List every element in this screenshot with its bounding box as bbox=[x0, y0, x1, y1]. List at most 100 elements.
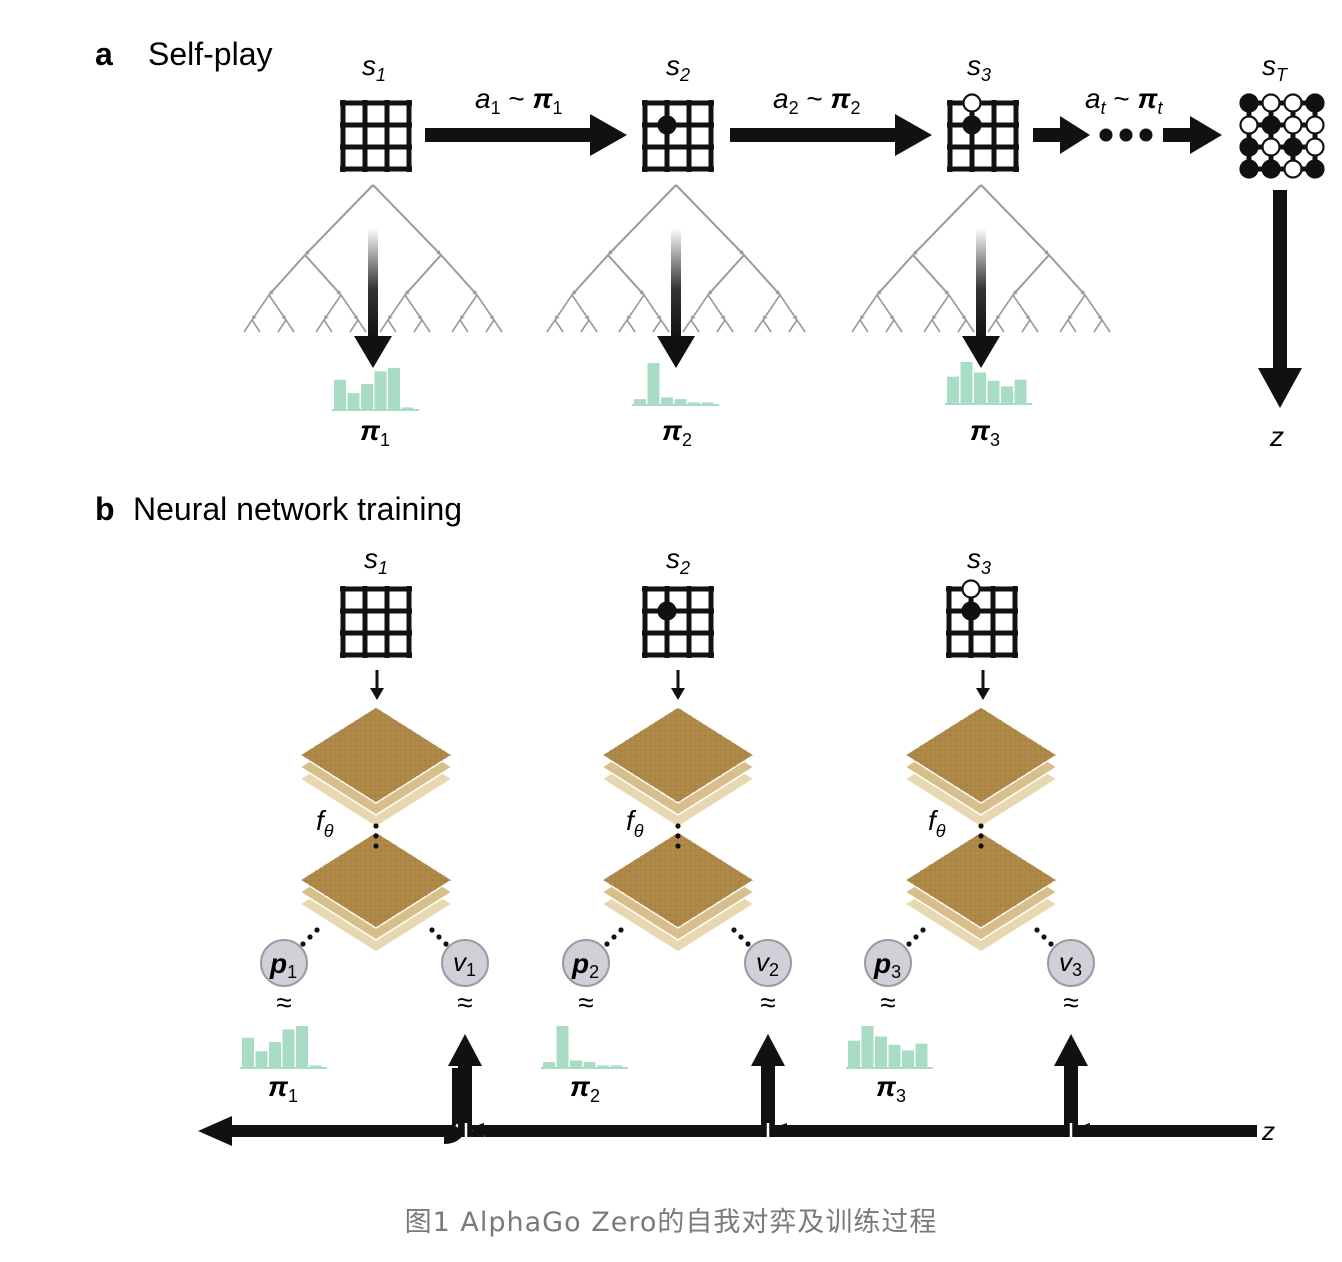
histogram-bar bbox=[634, 399, 646, 405]
action-arrow-2 bbox=[730, 114, 932, 156]
policy-head-2: p2 bbox=[562, 939, 610, 987]
panel-b-letter: b bbox=[95, 491, 115, 527]
network-layers-top-3 bbox=[903, 706, 1059, 828]
svg-text:a2 ~ π2: a2 ~ π2 bbox=[773, 83, 860, 118]
histogram-bar bbox=[374, 371, 387, 410]
state-b-s3-label: s3 bbox=[967, 543, 991, 578]
histogram-bar bbox=[888, 1044, 901, 1068]
state-s1-label: s1 bbox=[362, 50, 386, 85]
figure-caption: 图1 AlphaGo Zero的自我对弈及训练过程 bbox=[404, 1207, 938, 1238]
target-label-b2: π2 bbox=[570, 1071, 600, 1106]
input-arrow-1 bbox=[370, 670, 384, 700]
histogram-bar bbox=[661, 397, 673, 405]
go-board-s2 bbox=[642, 100, 714, 172]
histogram-bar bbox=[597, 1065, 609, 1068]
policy-histogram-a2 bbox=[632, 363, 719, 406]
head-dots-policy-3 bbox=[906, 927, 926, 947]
policy-label-a3: π3 bbox=[970, 415, 1000, 450]
action-label-1: a1 ~ π1 bbox=[475, 83, 562, 118]
network-label-3: fθ bbox=[928, 805, 946, 841]
approx-policy-2: ≈ bbox=[578, 987, 593, 1018]
outcome-label-a: z bbox=[1269, 421, 1284, 452]
outcome-label-b: z bbox=[1261, 1116, 1275, 1146]
search-tree-2 bbox=[546, 184, 806, 333]
histogram-bar bbox=[242, 1037, 254, 1068]
black-stone bbox=[1239, 93, 1259, 113]
state-s3-label: s3 bbox=[967, 50, 991, 85]
histogram-bar bbox=[875, 1036, 887, 1068]
histogram-bar bbox=[974, 372, 986, 404]
histogram-bar bbox=[334, 379, 346, 410]
go-board-sT bbox=[1239, 93, 1325, 179]
black-stone bbox=[657, 115, 677, 135]
search-tree-1 bbox=[243, 184, 503, 333]
white-stone bbox=[1283, 115, 1303, 135]
svg-text:π1: π1 bbox=[360, 415, 390, 450]
target-label-b1: π1 bbox=[268, 1071, 298, 1106]
policy-head-1: p1 bbox=[260, 939, 308, 987]
action-arrow-4 bbox=[1163, 116, 1222, 154]
go-board-s1 bbox=[340, 100, 412, 172]
histogram-bar bbox=[848, 1040, 860, 1068]
histogram-bar bbox=[987, 380, 1000, 404]
panel-b: b Neural network training s1 s2 s3 bbox=[95, 491, 1275, 1146]
approx-policy-1: ≈ bbox=[276, 987, 291, 1018]
policy-head-3: p3 bbox=[864, 939, 912, 987]
vertical-dots-2 bbox=[675, 823, 681, 849]
svg-text:sT: sT bbox=[1262, 50, 1289, 85]
svg-text:π3: π3 bbox=[876, 1071, 906, 1106]
action-label-t: at ~ πt bbox=[1085, 83, 1163, 118]
histogram-bar bbox=[269, 1041, 281, 1068]
target-label-b3: π3 bbox=[876, 1071, 906, 1106]
go-board-s3 bbox=[947, 93, 1019, 172]
go-board-b-s2 bbox=[642, 586, 714, 658]
histogram-bar bbox=[282, 1029, 295, 1068]
network-layers-top-1 bbox=[298, 706, 454, 828]
search-arrow-1 bbox=[354, 228, 392, 368]
svg-text:s3: s3 bbox=[967, 50, 991, 85]
value-head-2: v2 bbox=[744, 939, 792, 987]
black-stone bbox=[1283, 137, 1303, 157]
histogram-bar bbox=[947, 376, 959, 404]
panel-a-title: Self-play bbox=[148, 36, 273, 72]
value-head-1: v1 bbox=[441, 939, 489, 987]
white-stone bbox=[962, 93, 982, 113]
svg-text:fθ: fθ bbox=[928, 805, 946, 841]
network-layers-bottom-3 bbox=[903, 831, 1059, 953]
svg-text:s1: s1 bbox=[362, 50, 386, 85]
histogram-bar bbox=[674, 399, 687, 405]
histogram-bar bbox=[347, 393, 360, 410]
head-dots-policy-2 bbox=[604, 927, 624, 947]
value-head-3: v3 bbox=[1047, 939, 1095, 987]
panel-b-title: Neural network training bbox=[133, 491, 462, 527]
white-stone bbox=[1305, 137, 1325, 157]
policy-histogram-b3 bbox=[846, 1026, 933, 1069]
histogram-bar bbox=[688, 402, 700, 405]
black-stone bbox=[1261, 115, 1281, 135]
histogram-bar bbox=[610, 1065, 623, 1068]
black-stone bbox=[962, 115, 982, 135]
action-arrow-3 bbox=[1033, 116, 1090, 154]
network-layers-bottom-2 bbox=[600, 831, 756, 953]
histogram-bar bbox=[1014, 379, 1027, 404]
svg-text:s1: s1 bbox=[364, 543, 388, 578]
state-b-s2-label: s2 bbox=[666, 543, 690, 578]
histogram-bar bbox=[401, 407, 414, 410]
head-dots-value-3 bbox=[1034, 927, 1054, 947]
state-s2-label: s2 bbox=[666, 50, 690, 85]
policy-histogram-b1 bbox=[240, 1026, 327, 1069]
white-stone bbox=[1261, 93, 1281, 113]
histogram-bar bbox=[309, 1065, 322, 1068]
svg-text:a1 ~ π1: a1 ~ π1 bbox=[475, 83, 562, 118]
head-dots-policy-1 bbox=[300, 927, 320, 947]
black-stone bbox=[961, 601, 981, 621]
panel-a-letter: a bbox=[95, 36, 113, 72]
outcome-line bbox=[198, 1116, 1257, 1146]
histogram-bar bbox=[647, 363, 660, 405]
state-sT-label: sT bbox=[1262, 50, 1289, 85]
vertical-dots-3 bbox=[978, 823, 984, 849]
white-stone bbox=[1261, 137, 1281, 157]
black-stone bbox=[1239, 137, 1259, 157]
histogram-bar bbox=[556, 1026, 569, 1068]
